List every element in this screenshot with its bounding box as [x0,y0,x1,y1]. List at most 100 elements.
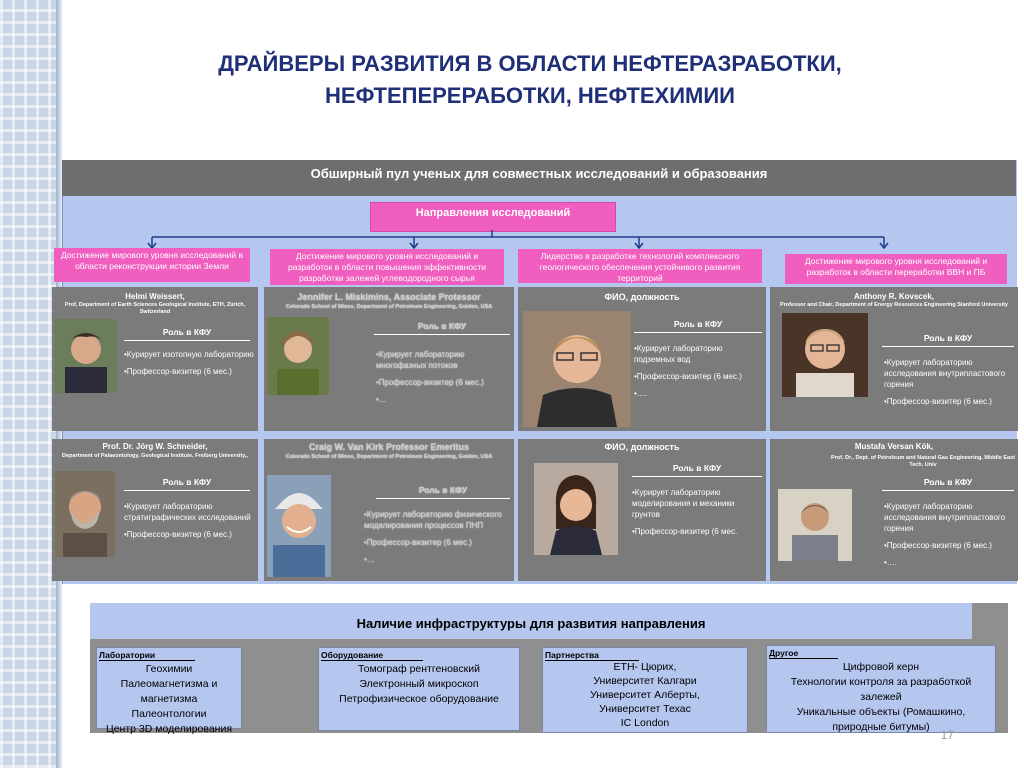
role-item: •… [376,395,387,404]
scientist-card: ФИО, должность Роль в КФУ •Курирует лабо… [518,287,766,431]
scientist-name: Prof. Dr. Jörg W. Schneider, [102,442,208,451]
scientist-name: ФИО, должность [604,442,680,452]
role-list: •Курирует лабораторию исследования внутр… [884,357,1014,413]
role-list: •Курирует лабораторию физического модели… [364,509,510,571]
scientist-affiliation: Prof, Dr., Dept. of Petroleum and Natura… [831,455,1015,468]
role-label: Роль в КФУ [376,485,510,499]
role-item: •Профессор-визитер (6 мес.) [884,397,992,406]
infra-line: ETH- Цюрих, [613,661,677,673]
role-item: •Курирует лабораторию физического модели… [364,510,502,530]
role-item: •Курирует лабораторию исследования внутр… [884,358,1006,389]
infra-line: Уникальные объекты (Ромашкино, природные… [796,706,966,733]
greek-key-border [0,0,56,768]
infra-line: IC London [620,717,670,729]
scientist-card: Prof. Dr. Jörg W. Schneider, Department … [52,439,258,581]
infra-box-label: Оборудование [321,650,424,661]
role-list: •Курирует лабораторию многофазных потоко… [376,349,510,411]
slide-title: ДРАЙВЕРЫ РАЗВИТИЯ В ОБЛАСТИ НЕФТЕРАЗРАБО… [120,48,940,112]
scientist-affiliation: Professor and Chair, Department of Energ… [779,302,1008,308]
role-item: •…. [634,389,648,398]
infra-box-lines: ETH- Цюрих, Университет Калгари Универси… [545,660,745,730]
infra-line: Университет Калгари [593,675,697,687]
infra-box-lines: Геохимии Палеомагнетизма и магнетизма Па… [99,662,239,737]
infra-box-partnerships: Партнерства ETH- Цюрих, Университет Калг… [542,647,748,733]
infra-box-other: Другое Цифровой керн Технологии контроля… [766,645,996,733]
infra-box-lines: Цифровой керн Технологии контроля за раз… [769,660,993,735]
scientist-card: ФИО, должность Роль в КФУ •Курирует лабо… [518,439,766,581]
role-item: •…. [884,558,898,567]
role-item: •Курирует изотопную лабораторию [124,350,254,359]
infra-line: Палеонтологии [131,708,207,720]
infra-line: Петрофизическое оборудование [339,693,499,705]
role-list: •Курирует изотопную лабораторию •Професс… [124,349,254,383]
scientist-photo [55,319,117,393]
role-label: Роль в КФУ [882,333,1014,347]
scientist-photo [267,475,331,577]
infra-line: Технологии контроля за разработкой залеж… [790,676,972,703]
role-item: •… [364,555,375,564]
scientist-affiliation: Department of Palaeontology, Geological … [62,453,248,459]
role-label: Роль в КФУ [632,463,762,477]
category-heavy-oil-processing: Достижение мирового уровня исследований … [785,254,1007,284]
infra-box-label: Другое [769,648,839,659]
category-earth-history: Достижение мирового уровня исследований … [54,248,250,282]
pool-header: Обширный пул ученых для совместных иссле… [62,160,1016,196]
tree-connectors [147,230,889,250]
role-item: •Курирует лабораторию многофазных потоко… [376,350,465,370]
title-line-1: ДРАЙВЕРЫ РАЗВИТИЯ В ОБЛАСТИ НЕФТЕРАЗРАБО… [218,51,842,76]
scientist-card: Craig W. Van Kirk Professor Emeritus Col… [264,439,514,581]
infra-line: Университет Алберты, [590,689,700,701]
directions-box: Направления исследований [370,202,616,232]
role-item: •Курирует лабораторию стратиграфических … [124,502,251,522]
role-item: •Профессор-визитер (6 мес.) [124,367,232,376]
role-item: •Профессор-визитер (6 мес.) [884,541,992,550]
infrastructure-header: Наличие инфраструктуры для развития напр… [90,603,972,639]
category-hydrocarbon-development: Достижение мирового уровня исследований … [270,249,504,285]
scientist-name: Anthony R. Kovscek, [853,292,934,301]
infra-line: Электронный микроскоп [359,678,479,690]
scientist-name: ФИО, должность [604,292,680,302]
scientist-photo [55,471,115,557]
infra-box-label: Партнерства [545,650,639,661]
scientist-name: Mustafa Versan Kök, [854,442,934,451]
scientist-card: Jennifer L. Miskimins, Associate Protess… [264,287,514,431]
infra-box-label: Лаборатории [99,650,196,661]
scientist-affiliation: Colorado School of Mines, Department of … [285,454,493,460]
role-list: •Курирует лабораторию исследования внутр… [884,501,1014,574]
role-item: •Курирует лабораторию подземных вод [634,344,723,364]
infra-line: Университет Техас [599,703,691,715]
role-item: •Профессор-визитер (6 мес.) [634,372,742,381]
role-item: •Курирует лабораторию исследования внутр… [884,502,1006,533]
role-label: Роль в КФУ [124,327,250,341]
scientist-card: Mustafa Versan Kök, Prof, Dr., Dept. of … [770,439,1018,581]
infra-line: Цифровой керн [842,661,920,673]
infra-line: Геохимии [145,663,193,675]
scientist-card: Helmi Weissert, Prof, Department of Eart… [52,287,258,431]
infra-line: Палеомагнетизма и магнетизма [120,678,218,705]
scientist-affiliation: Colorado School of Mines, Department of … [285,304,493,310]
scientist-photo [267,317,329,395]
scientist-photo [782,313,868,397]
scientist-name: Jennifer L. Miskimins, Associate Protess… [297,292,481,302]
scientist-affiliation: Prof, Department of Earth Sciences Geolo… [64,302,246,315]
role-item: •Профессор-визитер (6 мес.) [364,538,472,547]
scientist-name: Helmi Weissert, [125,292,185,301]
role-label: Роль в КФУ [634,319,762,333]
category-geological-support: Лидерство в разработке технологий компле… [518,249,762,283]
infra-line: Томограф рентгеновский [358,663,480,675]
role-list: •Курирует лабораторию стратиграфических … [124,501,254,546]
role-item: •Курирует лабораторию моделирования и ме… [632,488,735,519]
role-list: •Курирует лабораторию моделирования и ме… [632,487,762,543]
role-item: •Профессор-визитер (6 мес. [632,527,738,536]
role-label: Роль в КФУ [124,477,250,491]
role-label: Роль в КФУ [882,477,1014,491]
scientist-photo [523,311,631,427]
scientist-photo [534,463,618,555]
role-list: •Курирует лабораторию подземных вод •Про… [634,343,762,405]
role-item: •Профессор-визитер (6 мес.) [124,530,232,539]
infra-box-equipment: Оборудование Томограф рентгеновский Элек… [318,647,520,731]
page-number: 17 [940,728,954,742]
scientist-photo [778,489,852,561]
role-item: •Профессор-визитер (6 мес.) [376,378,484,387]
infra-box-labs: Лаборатории Геохимии Палеомагнетизма и м… [96,647,242,735]
